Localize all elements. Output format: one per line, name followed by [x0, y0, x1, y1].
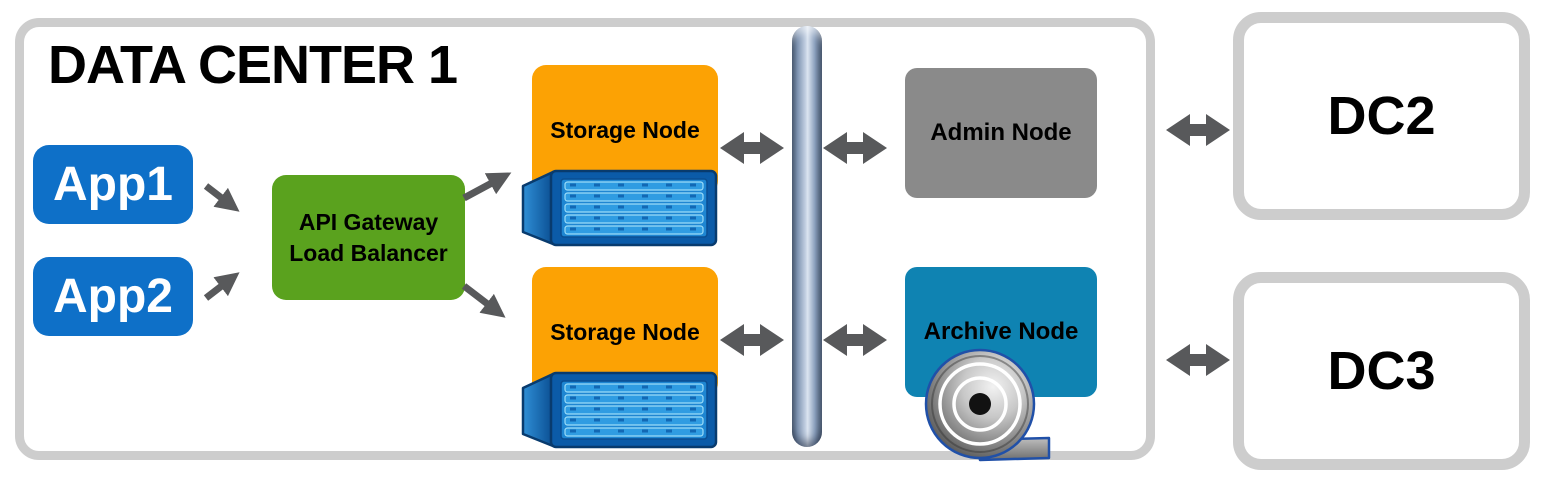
tape-reel-icon — [924, 348, 1051, 462]
archive-node-label: Archive Node — [923, 318, 1079, 345]
app2-label: App2 — [53, 270, 173, 323]
dc2-node: DC2 — [1233, 12, 1530, 220]
app1-node: App1 — [33, 145, 193, 224]
admin-node: Admin Node — [905, 68, 1097, 198]
api-gateway-load-balancer-node: API Gateway Load Balancer — [272, 175, 465, 300]
storage-node-bottom-label: Storage Node — [550, 318, 700, 345]
double-headed-arrow-icon-bus-admin — [823, 132, 887, 164]
server-disk-array-icon — [521, 371, 718, 449]
app2-node: App2 — [33, 257, 193, 336]
dc3-node: DC3 — [1233, 272, 1530, 470]
double-headed-arrow-icon-dc1-dc2 — [1166, 114, 1230, 146]
double-headed-arrow-icon-bus-archive — [823, 324, 887, 356]
server-disk-array-icon — [521, 169, 718, 247]
dc2-label: DC2 — [1327, 86, 1436, 146]
double-headed-arrow-icon-storage2-bus — [720, 324, 784, 356]
dc3-label: DC3 — [1327, 341, 1436, 401]
vertical-bus-bar — [792, 26, 822, 447]
gateway-label-line1: API Gateway — [298, 208, 439, 235]
app1-label: App1 — [53, 158, 173, 211]
gateway-label-line2: Load Balancer — [289, 239, 448, 266]
double-headed-arrow-icon-storage1-bus — [720, 132, 784, 164]
storage-node-top-label: Storage Node — [550, 116, 700, 143]
double-headed-arrow-icon-dc1-dc3 — [1166, 344, 1230, 376]
data-center-1-title: DATA CENTER 1 — [48, 35, 458, 95]
admin-node-label: Admin Node — [930, 119, 1072, 146]
